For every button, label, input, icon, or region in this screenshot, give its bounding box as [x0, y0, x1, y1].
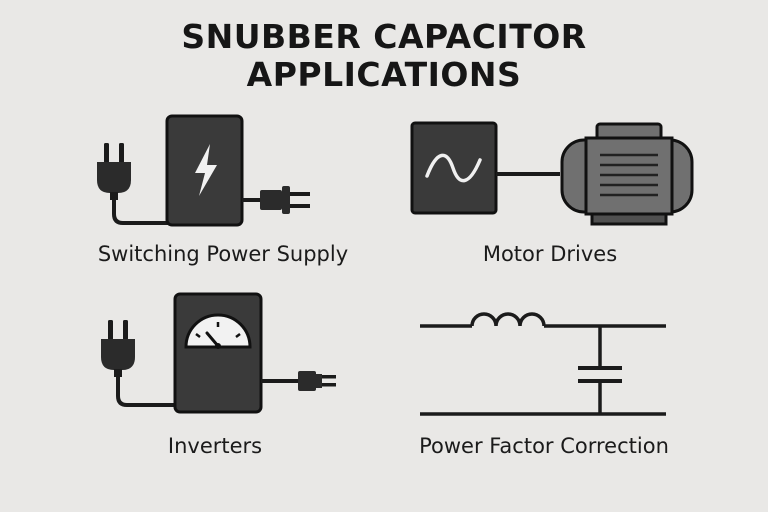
plug-icon	[101, 320, 135, 377]
inverter-icon	[101, 292, 336, 414]
motor-drive-icon	[410, 121, 694, 226]
capacitor-icon	[578, 366, 622, 383]
label-power-factor-correction: Power Factor Correction	[419, 434, 669, 458]
lightning-bolt-icon	[195, 144, 217, 196]
lc-filter-circuit-icon	[420, 312, 666, 416]
label-motor-drives: Motor Drives	[482, 242, 618, 266]
title-line-2: APPLICATIONS	[246, 55, 522, 94]
meter-gauge-icon	[184, 313, 252, 349]
sine-wave-icon	[425, 153, 482, 183]
connector-icon	[298, 371, 336, 391]
electric-motor-icon	[560, 122, 694, 226]
title-line-1: SNUBBER CAPACITOR	[181, 17, 587, 56]
connector-icon	[260, 186, 310, 214]
label-inverters: Inverters	[167, 434, 263, 458]
plug-icon	[97, 143, 131, 200]
power-supply-icon	[97, 114, 310, 227]
inductor-icon	[470, 312, 546, 327]
label-switching-power-supply: Switching Power Supply	[97, 242, 349, 266]
